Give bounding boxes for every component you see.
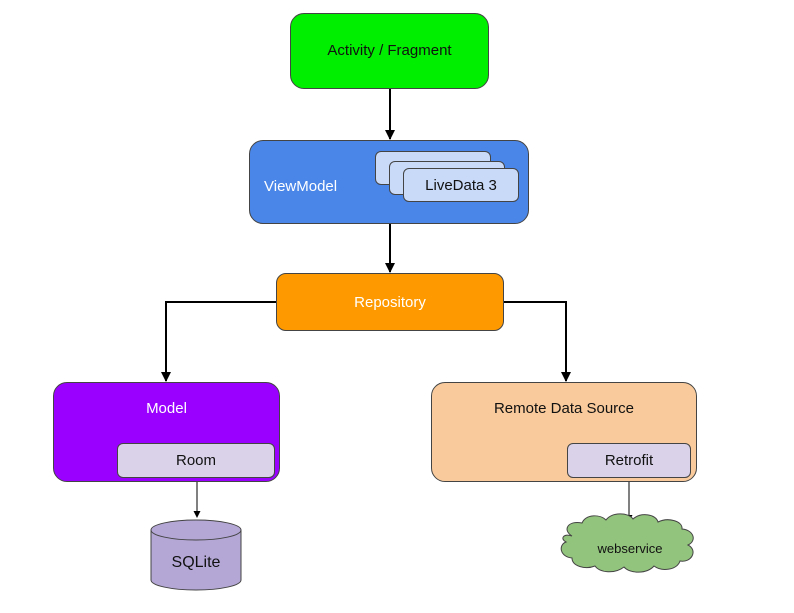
sqlite-label: SQLite <box>171 554 221 571</box>
model-box: Model Room <box>53 382 280 482</box>
room-label: Room <box>175 452 216 469</box>
activity-fragment-label: Activity / Fragment <box>327 42 452 59</box>
viewmodel-label: ViewModel <box>264 178 338 195</box>
webservice-label: webservice <box>597 541 663 556</box>
repository-label: Repository <box>354 294 426 311</box>
remote-data-source-box: Remote Data Source Retrofit <box>431 382 697 482</box>
repository-box: Repository <box>276 273 504 331</box>
livedata-card-front: LiveData 3 <box>403 168 519 202</box>
livedata-label: LiveData 3 <box>425 177 497 194</box>
sqlite-cylinder <box>150 519 242 591</box>
retrofit-box: Retrofit <box>567 443 691 478</box>
arrow-repository-to-remote <box>504 301 571 382</box>
retrofit-label: Retrofit <box>604 452 654 469</box>
viewmodel-box: ViewModel LiveData 3 <box>249 140 529 224</box>
room-box: Room <box>117 443 275 478</box>
activity-fragment-box: Activity / Fragment <box>290 13 489 89</box>
model-label: Model <box>146 400 187 417</box>
arrow-repository-to-model <box>161 301 276 382</box>
remote-data-source-label: Remote Data Source <box>493 400 635 417</box>
webservice-cloud <box>560 513 694 573</box>
